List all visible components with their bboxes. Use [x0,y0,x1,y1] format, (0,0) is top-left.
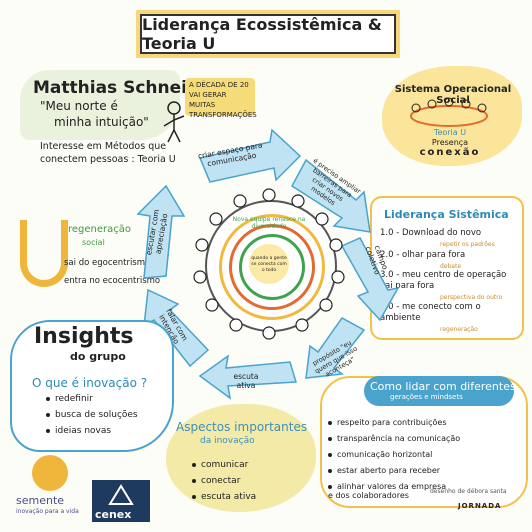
leadership-item: 1.0 - Download do novo repetir os padrõe… [380,228,516,250]
bullet-icon [328,436,332,441]
leadership-item-note: repetir os padrões [440,241,495,248]
credit-text: desenho de débora santa [430,488,507,495]
how-to-sub: gerações e mindsets [390,393,463,401]
bullet-icon [328,452,332,457]
cycle-arrow-label: escuta ativa [233,372,259,390]
leadership-item-label: 1.0 - Download do novo [380,228,482,238]
decade-note: A DÉCADA DE 20 VAI GERAR MUITAS TRANSFOR… [185,78,257,119]
people-around-icon [193,188,345,340]
regen-line-2: entra no ecocentrismo [64,276,161,286]
bullet-icon [192,478,196,483]
u-shape-icon [20,220,68,287]
system-sub: Teoria U [433,128,467,137]
leadership-item-note: debate [440,263,462,270]
list-item: escuta ativa [192,492,256,502]
leadership-item-label: 4.0 - me conecto com o ambiente [380,302,481,323]
ring-text: Nova equipe renasce na diversidade [232,216,306,230]
list-item: conectar [192,476,240,486]
quote-background [20,70,180,140]
list-item-label: comunicação horizontal [337,450,433,459]
jornada-logo: JORNADA [458,502,502,510]
leadership-panel [370,196,524,340]
how-to-title: Como lidar com diferentes [370,380,516,393]
leadership-item-note: regeneração [440,326,478,333]
leadership-item: 3.0 - meu centro de operação vai para fo… [380,270,516,303]
leadership-item: 4.0 - me conecto com o ambiente regenera… [380,302,516,335]
list-item-label: estar aberto para receber [337,466,441,475]
bullet-icon [328,468,332,473]
semente-logo-sub: inovação para a vida [16,508,79,515]
system-background [382,66,522,166]
bullet-icon [192,462,196,467]
speaker-name: Matthias Schneider [33,78,220,98]
list-item: alinhar valores da empresa e dos colabor… [328,482,448,500]
list-item-label: transparência na comunicação [337,434,461,443]
cycle-arrow-5 [198,354,297,400]
list-item-label: ideias novas [55,426,112,436]
list-item: comunicação horizontal [328,450,432,459]
list-item: ideias novas [46,426,111,436]
aspects-panel [166,404,316,512]
regen-line-1: sai do egocentrismo [64,258,151,268]
semente-logo-text: semente [16,494,65,507]
core-text: quando a gente se conecta com o todo [251,256,287,273]
bullet-icon [46,428,50,433]
list-item-label: conectar [201,476,241,486]
insights-title: Insights [34,324,134,349]
cycle-arrow-4 [305,317,366,379]
leadership-item-note: perspectiva do outro [440,294,503,301]
bullet-icon [192,494,196,499]
person-figure-icon [163,101,185,143]
list-item-label: comunicar [201,460,249,470]
list-item: transparência na comunicação [328,434,460,443]
speaker-interest: Interesse em Métodos que conectem pessoa… [40,141,176,165]
people-ring-icon [410,97,488,127]
aspects-title: Aspectos importantes [176,420,308,434]
leadership-item-label: 3.0 - meu centro de operação vai para fo… [380,270,507,291]
ring-yellow [219,214,325,320]
insights-panel [10,320,174,452]
cycle-arrow-2 [291,158,371,233]
insights-sub: do grupo [70,350,126,363]
list-item-label: alinhar valores da empresa e dos colabor… [328,482,447,500]
bullet-icon [46,396,50,401]
list-item-label: redefinir [55,394,93,404]
bullet-icon [328,420,332,425]
speaker-quote: "Meu norte é minha intuição" [40,98,180,130]
regen-sub: social [82,238,105,247]
list-item: estar aberto para receber [328,466,440,475]
list-item-label: busca de soluções [55,410,138,420]
cenex-logo-text: cenex [95,508,132,521]
ring-green [239,234,305,300]
page-title: Liderança Ecossistêmica & Teoria U [140,14,396,54]
cycle-arrow-3 [340,237,400,322]
regen-title: regeneração [68,224,132,235]
list-item-label: respeito para contribuições [337,418,447,427]
cenex-logo-icon [108,484,134,505]
leadership-title: Liderança Sistêmica [384,208,509,221]
cycle-arrow-7 [136,184,186,279]
list-item: comunicar [192,460,248,470]
ring-core [249,244,289,284]
list-item: redefinir [46,394,93,404]
list-item-label: escuta ativa [201,492,257,502]
list-item: busca de soluções [46,410,138,420]
leadership-item-label: 2.0 - olhar para fora [380,250,466,260]
bullet-icon [46,412,50,417]
quote-line-2: minha intuição" [54,115,149,129]
aspects-sub: da inovação [200,436,255,446]
insights-question: O que é inovação ? [32,376,148,390]
quote-line-1: "Meu norte é [40,99,118,113]
list-item: respeito para contribuições [328,418,446,427]
ring-orange [229,224,315,310]
leadership-item: 2.0 - olhar para fora debate [380,250,516,272]
bullet-icon [328,484,332,489]
how-to-header [364,376,514,406]
system-presence: Presença [431,138,469,147]
cycle-arrows [136,128,400,400]
semente-logo-icon [32,455,68,491]
cycle-arrow-1 [198,128,302,183]
system-connection: conexão [419,147,481,158]
